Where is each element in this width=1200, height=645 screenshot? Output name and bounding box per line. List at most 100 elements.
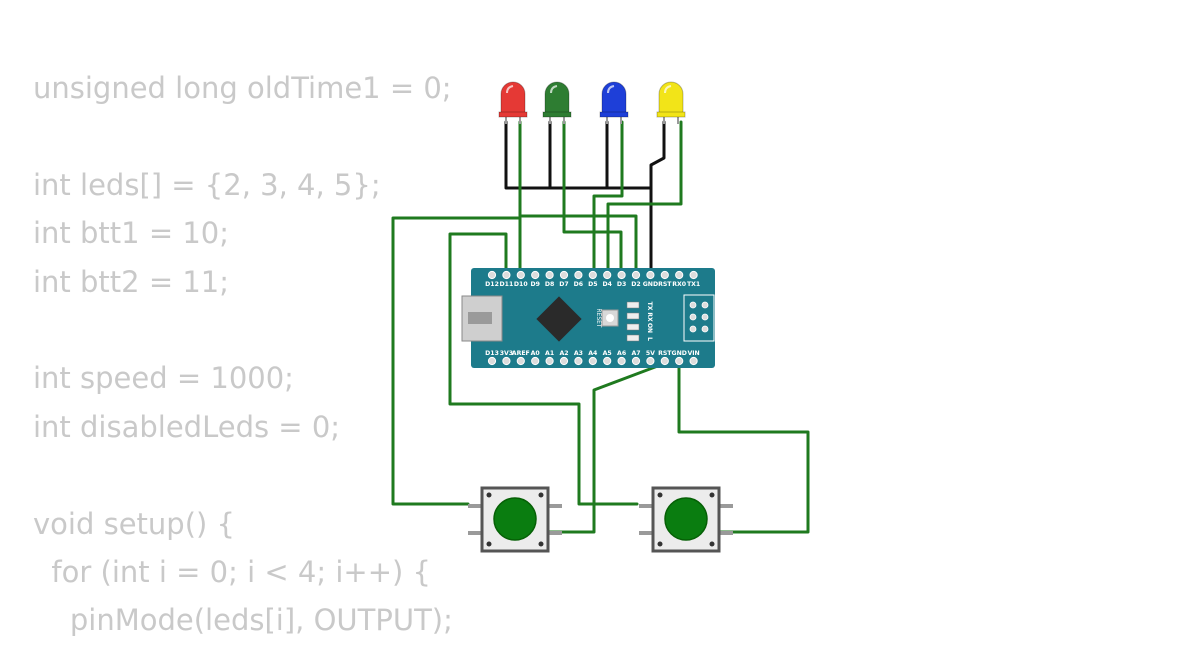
wire-button-2[interactable]: [546, 356, 681, 534]
wire-led-yellow[interactable]: [606, 120, 683, 280]
code-line: int disabledLeds = 0;: [33, 409, 341, 444]
pin-label: D10: [514, 281, 528, 288]
pin-label: D12: [485, 281, 499, 288]
pin-bottom-a3[interactable]: A3: [574, 350, 583, 366]
pin-label: RST: [658, 350, 672, 357]
pin-top-tx1[interactable]: TX1: [687, 270, 700, 288]
pin-label: GND: [671, 350, 686, 357]
pin-bottom-a5[interactable]: A5: [603, 350, 612, 366]
pin-bottom-a2[interactable]: A2: [559, 350, 569, 366]
pin-label: D5: [588, 281, 597, 288]
pin-label: GND: [643, 281, 658, 288]
pushbutton-1[interactable]: [468, 486, 562, 553]
reset-label: RESET: [595, 308, 602, 328]
pin-top-d11[interactable]: D11: [500, 270, 514, 288]
wires: [391, 120, 810, 534]
code-line: int speed = 1000;: [33, 361, 294, 396]
pin-bottom-3v3[interactable]: 3V3: [500, 350, 513, 366]
pin-label: A3: [574, 350, 583, 357]
pin-bottom-a1[interactable]: A1: [545, 350, 554, 366]
pin-label: A6: [617, 350, 626, 357]
pin-label: D11: [500, 281, 514, 288]
pin-label: RST: [658, 281, 672, 288]
pin-label: A2: [559, 350, 568, 357]
wire-led-red[interactable]: [518, 120, 638, 280]
pin-label: A5: [603, 350, 612, 357]
pin-label: TX1: [687, 281, 700, 288]
pin-bottom-5v[interactable]: 5V: [646, 350, 655, 366]
pin-label: AREF: [512, 350, 530, 357]
pin-label: A7: [631, 350, 640, 357]
pin-label: D4: [602, 281, 612, 288]
pin-bottom-a0[interactable]: A0: [531, 350, 541, 366]
status-led-label: L: [646, 337, 653, 341]
pin-top-d8[interactable]: D8: [545, 270, 554, 288]
pin-label: VIN: [687, 350, 699, 357]
pin-bottom-a6[interactable]: A6: [617, 350, 626, 366]
pin-top-rx0[interactable]: RX0: [672, 270, 687, 288]
board-pcb: [471, 268, 715, 368]
wire-button-1[interactable]: [391, 216, 522, 506]
button-cap[interactable]: [493, 497, 537, 541]
pin-label: D13: [485, 350, 499, 357]
pin-label: D9: [530, 281, 539, 288]
pin-top-d5[interactable]: D5: [588, 270, 598, 288]
code-line: unsigned long oldTime1 = 0;: [33, 71, 452, 105]
pin-top-rst[interactable]: RST: [658, 270, 672, 288]
button-cap[interactable]: [664, 497, 708, 541]
led-yellow[interactable]: [656, 81, 686, 124]
pin-top-d6[interactable]: D6: [574, 270, 583, 288]
pushbutton-2[interactable]: [639, 486, 733, 553]
pin-bottom-a4[interactable]: A4: [588, 350, 598, 366]
pin-label: RX0: [672, 281, 687, 288]
status-led-label: ON: [646, 323, 653, 333]
pushbuttons: [468, 486, 733, 553]
led-red[interactable]: [498, 81, 528, 124]
code-line: void setup() {: [33, 506, 235, 541]
wire-ground[interactable]: [504, 120, 653, 280]
pin-top-d12[interactable]: D12: [485, 270, 499, 288]
icsp-header: [683, 294, 715, 342]
pin-top-d9[interactable]: D9: [530, 270, 540, 288]
pin-label: 3V3: [500, 350, 513, 357]
pin-bottom-a7[interactable]: A7: [631, 350, 641, 366]
status-led-label: RX: [646, 312, 653, 322]
pin-label: D6: [574, 281, 583, 288]
pin-bottom-rst[interactable]: RST: [658, 350, 672, 366]
wire-ground[interactable]: [649, 120, 666, 190]
usb-port: [468, 312, 492, 324]
code-line: int btt2 = 11;: [33, 264, 230, 299]
pin-top-d7[interactable]: D7: [559, 270, 569, 288]
icsp-pins: [689, 301, 709, 333]
pin-top-gnd[interactable]: GND: [643, 270, 658, 288]
pin-label: D8: [545, 281, 554, 288]
reset-button-cap[interactable]: [606, 314, 614, 322]
pin-top-d10[interactable]: D10: [514, 270, 528, 288]
status-led-label: TX: [646, 302, 653, 311]
pin-label: A1: [545, 350, 554, 357]
code-line: for (int i = 0; i < 4; i++) {: [33, 554, 431, 589]
wire-button-1-gnd[interactable]: [448, 232, 639, 506]
pin-label: D7: [559, 281, 568, 288]
code-listing: unsigned long oldTime1 = 0;int leds[] = …: [33, 64, 453, 645]
pin-label: D2: [631, 281, 640, 288]
pin-bottom-d13[interactable]: D13: [485, 350, 499, 366]
pin-bottom-aref[interactable]: AREF: [512, 350, 530, 366]
pin-top-d2[interactable]: D2: [631, 270, 641, 288]
code-line: int btt1 = 10;: [33, 216, 230, 251]
wire-button-2-gnd[interactable]: [677, 356, 810, 534]
pin-bottom-vin[interactable]: VIN: [687, 350, 700, 366]
pin-label: 5V: [646, 350, 655, 357]
led-blue[interactable]: [599, 81, 629, 124]
pin-top-d4[interactable]: D4: [602, 270, 613, 288]
pin-label: A0: [531, 350, 541, 357]
pin-bottom-gnd[interactable]: GND: [671, 350, 687, 366]
pin-top-d3[interactable]: D3: [617, 270, 626, 288]
wire-led-blue[interactable]: [592, 120, 624, 280]
led-green[interactable]: [542, 81, 572, 124]
